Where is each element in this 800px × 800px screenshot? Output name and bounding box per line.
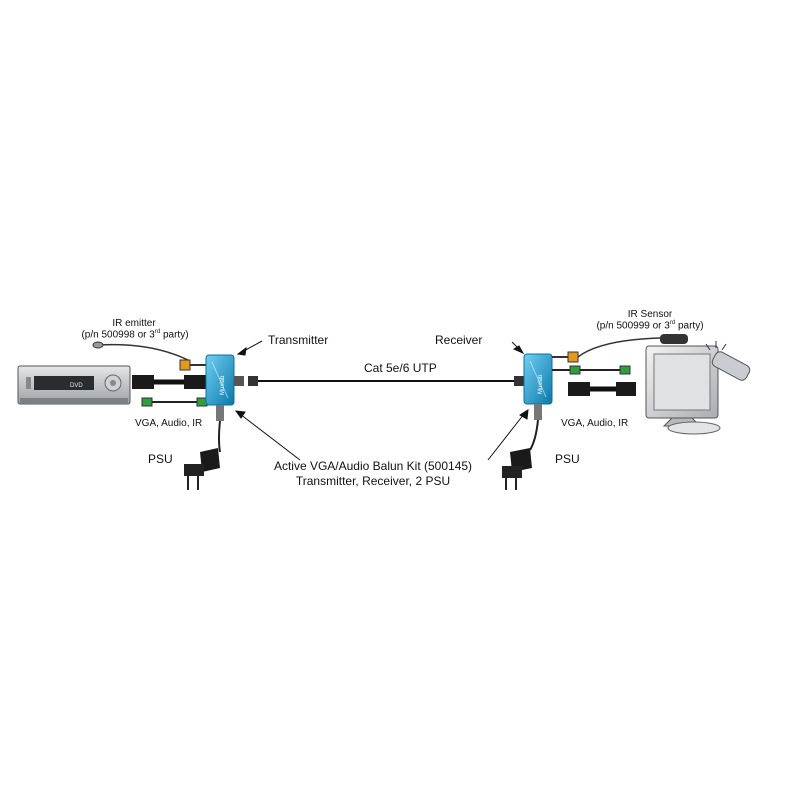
dvd-player-icon — [17, 365, 131, 405]
ir-emitter-pn-suffix: party) — [160, 329, 189, 341]
ir-sensor-label: IR Sensor — [627, 309, 673, 320]
dvd-display-text: DVD — [70, 383, 83, 389]
kit-title: Active VGA/Audio Balun Kit (500145) — [273, 459, 473, 473]
receiver-label: Receiver — [435, 333, 483, 347]
remote-control-icon — [705, 341, 751, 381]
rx-psu-icon — [502, 404, 542, 490]
rx-ports-label: VGA, Audio, IR — [561, 418, 629, 429]
transmitter-balun-icon: Muxlab — [205, 354, 244, 406]
ir-emitter-part-number: (p/n 500998 or 3rd party) — [70, 329, 200, 340]
tx-brand-text: Muxlab — [220, 375, 226, 395]
ir-sensor-part-number: (p/n 500999 or 3rd party) — [585, 320, 715, 331]
transmitter-label: Transmitter — [268, 333, 329, 347]
ir-sensor-pn-prefix: (p/n 500999 or 3 — [596, 320, 670, 332]
ir-sensor-pn-sup: rd — [669, 320, 676, 326]
ir-sensor-pn-suffix: party) — [675, 320, 704, 332]
callout-arrows — [234, 340, 529, 461]
ir-sensor-icon — [660, 334, 688, 344]
receiver-balun-icon: Muxlab — [523, 353, 553, 405]
ir-emitter-label: IR emitter — [112, 318, 156, 329]
tx-ports-label: VGA, Audio, IR — [135, 418, 203, 429]
tx-psu-icon — [184, 405, 224, 490]
ir-emitter-pn-sup: rd — [154, 329, 161, 335]
cable-label: Cat 5e/6 UTP — [364, 361, 437, 375]
ir-emitter-pn-prefix: (p/n 500998 or 3 — [81, 329, 155, 341]
rx-brand-text: Muxlab — [538, 374, 544, 394]
rx-cables — [552, 337, 661, 396]
rx-psu-label: PSU — [555, 452, 580, 466]
cat5-cable — [248, 376, 524, 386]
kit-contents: Transmitter, Receiver, 2 PSU — [295, 474, 451, 488]
tx-psu-label: PSU — [148, 452, 173, 466]
monitor-icon — [645, 345, 721, 435]
tx-cables — [92, 341, 208, 407]
